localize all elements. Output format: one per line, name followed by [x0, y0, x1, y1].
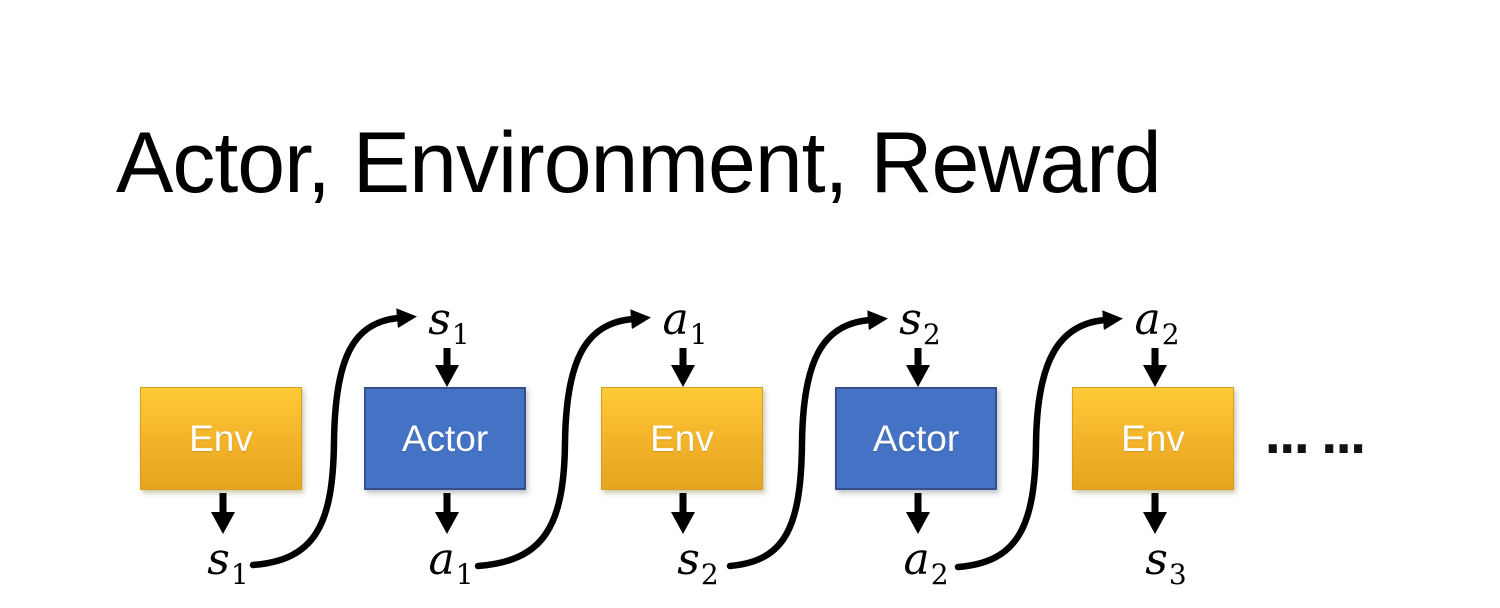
env-box-1-label: Env: [189, 417, 253, 459]
env-box-3-label: Env: [1121, 417, 1185, 459]
slide-title: Actor, Environment, Reward: [116, 115, 1162, 211]
actor-box-1-label: Actor: [401, 417, 489, 459]
actor-box-2-label: Actor: [872, 417, 960, 459]
env-box-1: Env: [140, 387, 302, 490]
env-box-2-label: Env: [650, 417, 714, 459]
continuation-dots: ... ...: [1264, 410, 1367, 464]
env-box-3: Env: [1072, 387, 1234, 490]
actor-box-1: Actor: [364, 387, 526, 490]
env-box-2: Env: [601, 387, 763, 490]
actor-box-2: Actor: [835, 387, 997, 490]
